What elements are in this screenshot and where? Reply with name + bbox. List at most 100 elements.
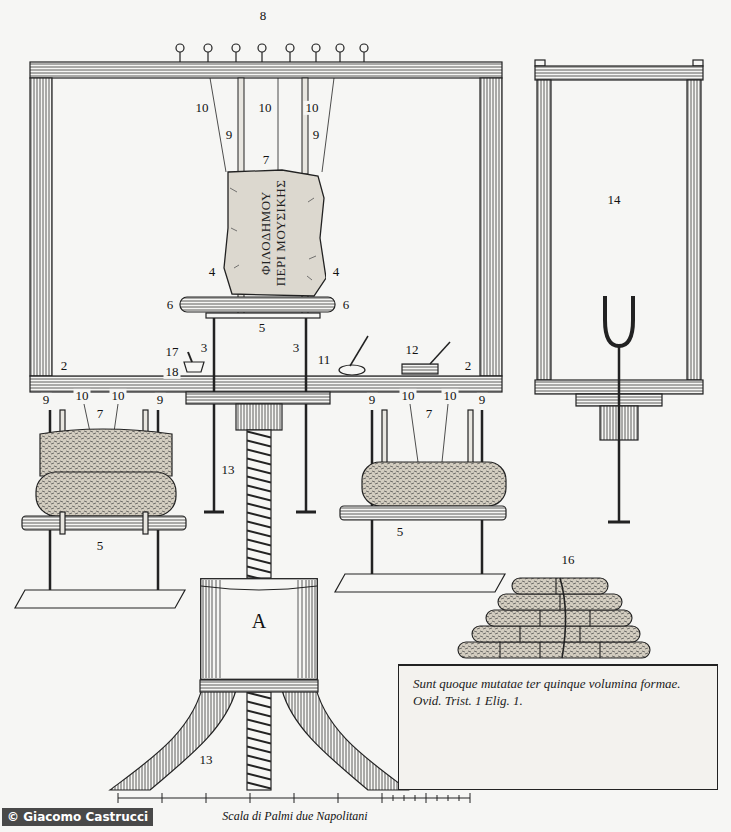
pedestal-outline bbox=[201, 579, 318, 680]
callout-number: 4 bbox=[207, 265, 218, 279]
pedestal-shading bbox=[206, 580, 207, 678]
scroll-stack bbox=[486, 610, 632, 626]
roll-support-left bbox=[36, 472, 176, 516]
tripod-legs bbox=[200, 680, 318, 692]
callout-number: 9 bbox=[41, 393, 52, 407]
scroll-stack bbox=[458, 642, 650, 658]
stone-plinth: Sunt quoque mutatae ter quinque volumina… bbox=[398, 664, 718, 790]
pedestal-shading bbox=[315, 580, 316, 678]
pedestal-shading bbox=[203, 580, 204, 678]
scale-caption: Scala di Palmi due Napolitani bbox=[220, 810, 369, 823]
roll-support-left bbox=[143, 512, 148, 534]
callout-number: 4 bbox=[331, 265, 342, 279]
tools bbox=[184, 362, 204, 372]
press-screw bbox=[247, 430, 271, 578]
roller-bar bbox=[180, 297, 335, 318]
tuning-pegs bbox=[286, 44, 294, 52]
roll-support-right bbox=[362, 462, 506, 506]
citation: Ovid. Trist. 1 Elig. 1. bbox=[399, 693, 717, 710]
roll-support-left bbox=[22, 516, 186, 530]
pedestal-shading bbox=[216, 580, 217, 678]
watermark: © Giacomo Castrucci bbox=[2, 808, 153, 826]
roll-support-right bbox=[335, 574, 505, 592]
roll-support-right bbox=[335, 404, 506, 592]
scroll-stack bbox=[458, 578, 650, 658]
scroll-stack bbox=[500, 578, 600, 658]
pedestal-cylinder: A bbox=[200, 578, 318, 680]
tuning-pegs bbox=[180, 52, 364, 62]
callout-number: 17 bbox=[164, 345, 181, 359]
auxiliary-frame bbox=[537, 80, 551, 380]
press-screw bbox=[247, 692, 271, 790]
callout-number: 7 bbox=[95, 407, 106, 421]
tuning-pegs bbox=[232, 44, 240, 52]
roll-support-right bbox=[340, 506, 506, 520]
callout-number: 10 bbox=[400, 389, 417, 403]
roll-support-right bbox=[468, 410, 473, 464]
unrolling-frame bbox=[30, 376, 502, 392]
roller-bar bbox=[206, 313, 320, 318]
callout-number: 9 bbox=[155, 393, 166, 407]
scale-bar bbox=[118, 793, 470, 803]
tools bbox=[350, 336, 368, 366]
auxiliary-frame bbox=[618, 346, 621, 522]
scale-bar bbox=[118, 793, 470, 803]
pedestal-shading bbox=[312, 580, 313, 678]
callout-number: 5 bbox=[95, 539, 106, 553]
scroll-title: ΦΙΛΟΔΗΜΟΥ ΠΕΡΙ ΜΟΥΣΙΚΗΣ bbox=[259, 175, 289, 292]
callout-number: 6 bbox=[341, 298, 352, 312]
press-screw bbox=[236, 404, 282, 430]
callout-number: 8 bbox=[258, 9, 269, 23]
tuning-pegs bbox=[204, 44, 212, 52]
pedestal-rim bbox=[201, 586, 317, 590]
tripod-legs bbox=[110, 680, 408, 790]
auxiliary-frame bbox=[608, 521, 630, 524]
pedestal-shading bbox=[298, 580, 299, 678]
callout-number: 9 bbox=[477, 393, 488, 407]
roll-support-left bbox=[84, 404, 118, 432]
auxiliary-frame bbox=[535, 60, 545, 66]
tuning-pegs bbox=[312, 44, 320, 52]
callout-number: 10 bbox=[110, 389, 127, 403]
roll-support-left bbox=[15, 590, 185, 608]
suspension-threads bbox=[210, 78, 334, 172]
callout-number: 10 bbox=[304, 101, 321, 115]
tuning-pegs bbox=[176, 44, 184, 52]
pedestal-shading bbox=[220, 580, 221, 678]
callout-number: 13 bbox=[220, 463, 237, 477]
roll-support-left bbox=[15, 404, 186, 608]
callout-number: 14 bbox=[606, 193, 623, 207]
callout-number: 18 bbox=[164, 365, 181, 379]
callout-number: 10 bbox=[194, 101, 211, 115]
callout-number: 11 bbox=[316, 353, 333, 367]
callout-number: 3 bbox=[199, 341, 210, 355]
suspension-threads bbox=[210, 78, 334, 172]
callout-number: 12 bbox=[404, 343, 421, 357]
part-letter: A bbox=[249, 610, 269, 632]
inscription: Sunt quoque mutatae ter quinque volumina… bbox=[399, 676, 717, 693]
callout-number: 3 bbox=[291, 341, 302, 355]
scroll-stack bbox=[472, 626, 640, 642]
tuning-pegs bbox=[176, 44, 368, 62]
callout-number: 2 bbox=[463, 359, 474, 373]
tuning-pegs bbox=[360, 44, 368, 52]
callout-number: 7 bbox=[424, 407, 435, 421]
tools bbox=[402, 364, 438, 374]
press-screw bbox=[186, 392, 330, 404]
supporting-ribbons bbox=[238, 78, 244, 174]
auxiliary-frame bbox=[605, 296, 633, 346]
auxiliary-frame bbox=[535, 60, 703, 522]
tuning-pegs bbox=[258, 44, 266, 52]
callout-number: 9 bbox=[367, 393, 378, 407]
pedestal-shading bbox=[306, 580, 307, 678]
papyrus-outline bbox=[224, 170, 326, 296]
tuning-pegs bbox=[336, 44, 344, 52]
roll-support-left bbox=[60, 512, 65, 534]
unrolling-frame bbox=[30, 62, 502, 78]
pedestal-shading bbox=[309, 580, 310, 678]
callout-number: 5 bbox=[257, 321, 268, 335]
callout-number: 5 bbox=[395, 525, 406, 539]
tools bbox=[430, 342, 450, 364]
callout-number: 10 bbox=[74, 389, 91, 403]
